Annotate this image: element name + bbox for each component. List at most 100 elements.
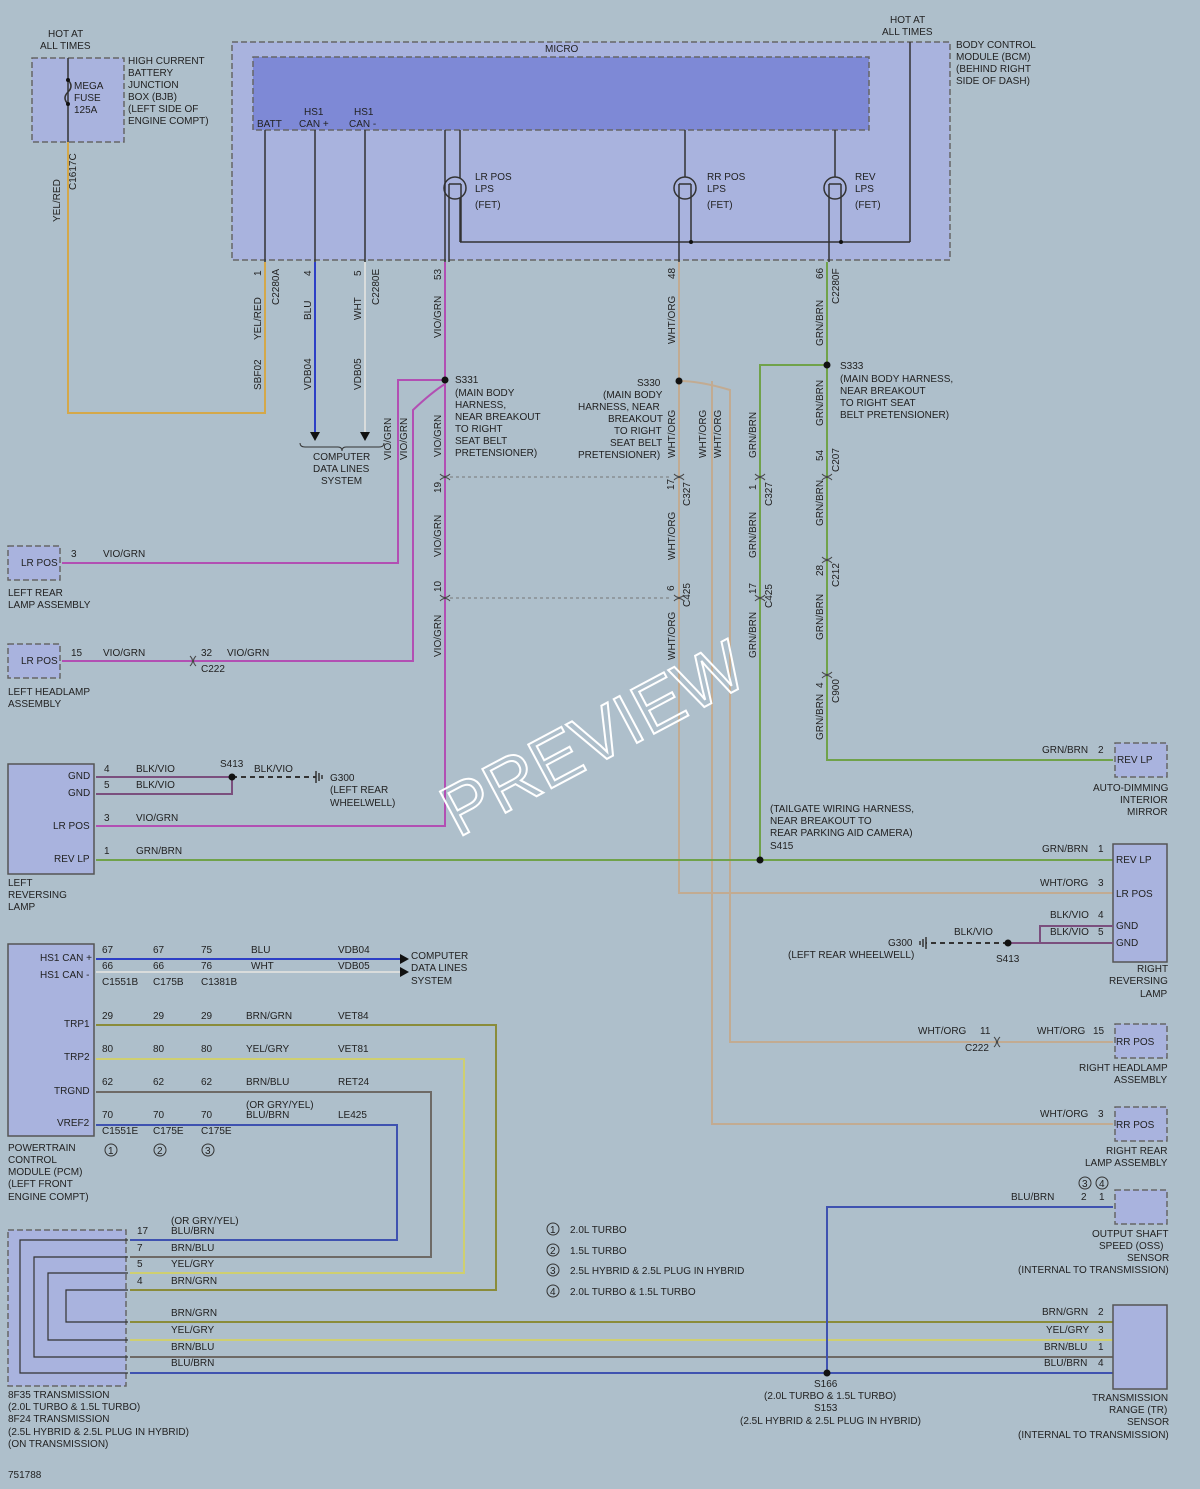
oss-pin-2: 1 [1099,1192,1105,1203]
mirror-wire: GRN/BRN [1042,745,1088,756]
pcm-row-1-p3: 29 [201,1011,213,1022]
right-headlamp-pin-label: RR POS [1116,1037,1155,1048]
fet-rev-label-1: REV [855,172,876,183]
legend-badge-2 [546,1243,560,1257]
c207-pin: 54 [815,449,826,461]
s330-label-7: PRETENSIONER) [578,450,660,461]
rrl-pin-label-gnd2: GND [1116,938,1138,949]
pcm-title-5: ENGINE COMPT) [8,1192,89,1203]
right-headlamp-box [1114,1023,1168,1059]
bcm-out-wire-48: WHT/ORG [667,295,678,344]
bcm-hot-label-1: HOT AT [890,15,925,26]
pcm-row-1-p1: 29 [102,1011,114,1022]
s333-label-4: TO RIGHT SEAT [840,398,916,409]
gb-label-c: GRN/BRN [815,480,826,526]
bjb-title-4: BOX (BJB) [128,92,177,103]
rrl-title-1: RIGHT [1137,964,1168,975]
trans-title-4: (2.5L HYBRID & 2.5L PLUG IN HYBRID) [8,1427,189,1438]
bcm-out-circuit-4: VDB04 [303,358,314,390]
c327-grn-conn: C327 [764,482,775,506]
mirror-box [1114,742,1168,778]
s413-right-label: S413 [996,954,1020,965]
bcm-pin-batt: BATT [257,119,282,130]
pcm-box [7,943,95,1137]
lrl-ground-label-3: WHEELWELL) [330,798,395,809]
bjb-wire-label: YEL/RED [52,179,63,222]
oss-variant-3-badge [1078,1176,1092,1190]
pcm-row-3-circuit: RET24 [338,1077,370,1088]
left-rear-lamp-pin-label: LR POS [21,558,58,569]
rrl-pin-label-revlp: REV LP [1116,855,1152,866]
trans-up-alt: (OR GRY/YEL) [171,1216,239,1227]
legend-text-1: 2.0L TURBO [570,1225,627,1236]
lrl-wire-4: BLK/VIO [136,764,175,775]
pcm-row-4-p2: 70 [153,1110,165,1121]
right-headlamp-conn: C222 [965,1043,989,1054]
c425-grn-conn: C425 [764,584,775,608]
splice-s166 [823,1369,831,1377]
left-headlamp-wire: VIO/GRN [103,648,145,659]
fuse-label-1: MEGA [74,81,104,92]
lrl-pin-label-lrpos: LR POS [53,821,90,832]
pcm-title-2: CONTROL [8,1155,57,1166]
bjb-title-3: JUNCTION [128,80,179,91]
vio-label-a: VIO/GRN [383,418,394,460]
pcm-row-4-wire: BLU/BRN [246,1110,289,1121]
vio-label-e: VIO/GRN [433,615,444,657]
s333-label-2: (MAIN BODY HARNESS, [840,374,953,385]
wo-label-a: WHT/ORG [667,409,678,458]
pcm-row-3-wire: BRN/BLU [246,1077,289,1088]
legend-text-2: 1.5L TURBO [570,1246,627,1257]
ground-symbol-g300-right [919,937,927,949]
pcm-row-3-p2: 62 [153,1077,165,1088]
right-headlamp-wire: WHT/ORG [1037,1026,1086,1037]
lrl-wire-3: VIO/GRN [136,813,178,824]
bcm-title-3: (BEHIND RIGHT [956,64,1031,75]
lrl-wire-1: GRN/BRN [136,846,182,857]
rrl-ground-wire: BLK/VIO [954,927,993,938]
oss-variant-3: 3 [1082,1179,1088,1190]
right-rear-lamp-title-1: RIGHT REAR [1106,1146,1168,1157]
wire-trp1 [96,1024,497,1291]
pcm-can-plus-circuit: VDB04 [338,945,370,956]
bjb-hot-label-1: HOT AT [48,29,83,40]
pcm-can-conn-2: C175B [153,977,184,988]
legend-text-4: 2.0L TURBO & 1.5L TURBO [570,1287,696,1298]
pcm-variant-1-badge [104,1143,118,1157]
fuse-dot-bottom [66,102,70,106]
gb-label-b: GRN/BRN [748,412,759,458]
splice-s330 [675,377,683,385]
lrl-title-1: LEFT [8,878,32,889]
s331-label-7: PRETENSIONER) [455,448,537,459]
fet-rev [823,176,847,262]
right-headlamp-title-2: ASSEMBLY [1114,1075,1167,1086]
s331-label-5: TO RIGHT [455,424,503,435]
mirror-title-1: AUTO-DIMMING [1093,783,1169,794]
right-rear-lamp-pin: 3 [1098,1109,1104,1120]
pcm-row-2-p3: 80 [201,1044,213,1055]
trans-up-wire-2: BRN/BLU [171,1243,214,1254]
pcm-row-4-p3: 70 [201,1110,213,1121]
s415-label-1: (TAILGATE WIRING HARNESS, [770,804,914,815]
wire-wht-org-to-rh-headlamp [678,380,1113,1043]
wire-grn-brn-to-s415 [759,364,827,860]
bcm-out-pin-66: 66 [815,267,826,279]
bcm-out-pin-4: 4 [303,270,314,276]
bcm-out-wire-1: YEL/RED [253,297,264,340]
wo-label-e: WHT/ORG [667,611,678,660]
legend-badge-1 [546,1222,560,1236]
tr-wire-2: YEL/GRY [1046,1325,1089,1336]
cdls-label-3: SYSTEM [321,476,362,487]
bcm-pin-can-plus-1: HS1 [304,107,324,118]
left-headlamp-conn: C222 [201,664,225,675]
tr-pin-4: 4 [1098,1358,1104,1369]
wire-wht-org-main [678,262,1113,894]
bcm-out-conn-1: C2280A [271,269,282,305]
oss-variant-4-badge [1095,1176,1109,1190]
right-rear-lamp-box [1114,1106,1168,1142]
pcm-row-3-p1: 62 [102,1077,114,1088]
trans-up-wire-3: YEL/GRY [171,1259,214,1270]
pcm-variant-2-badge [153,1143,167,1157]
cdls-bracket [299,442,385,452]
s166-label-3: S153 [814,1403,838,1414]
